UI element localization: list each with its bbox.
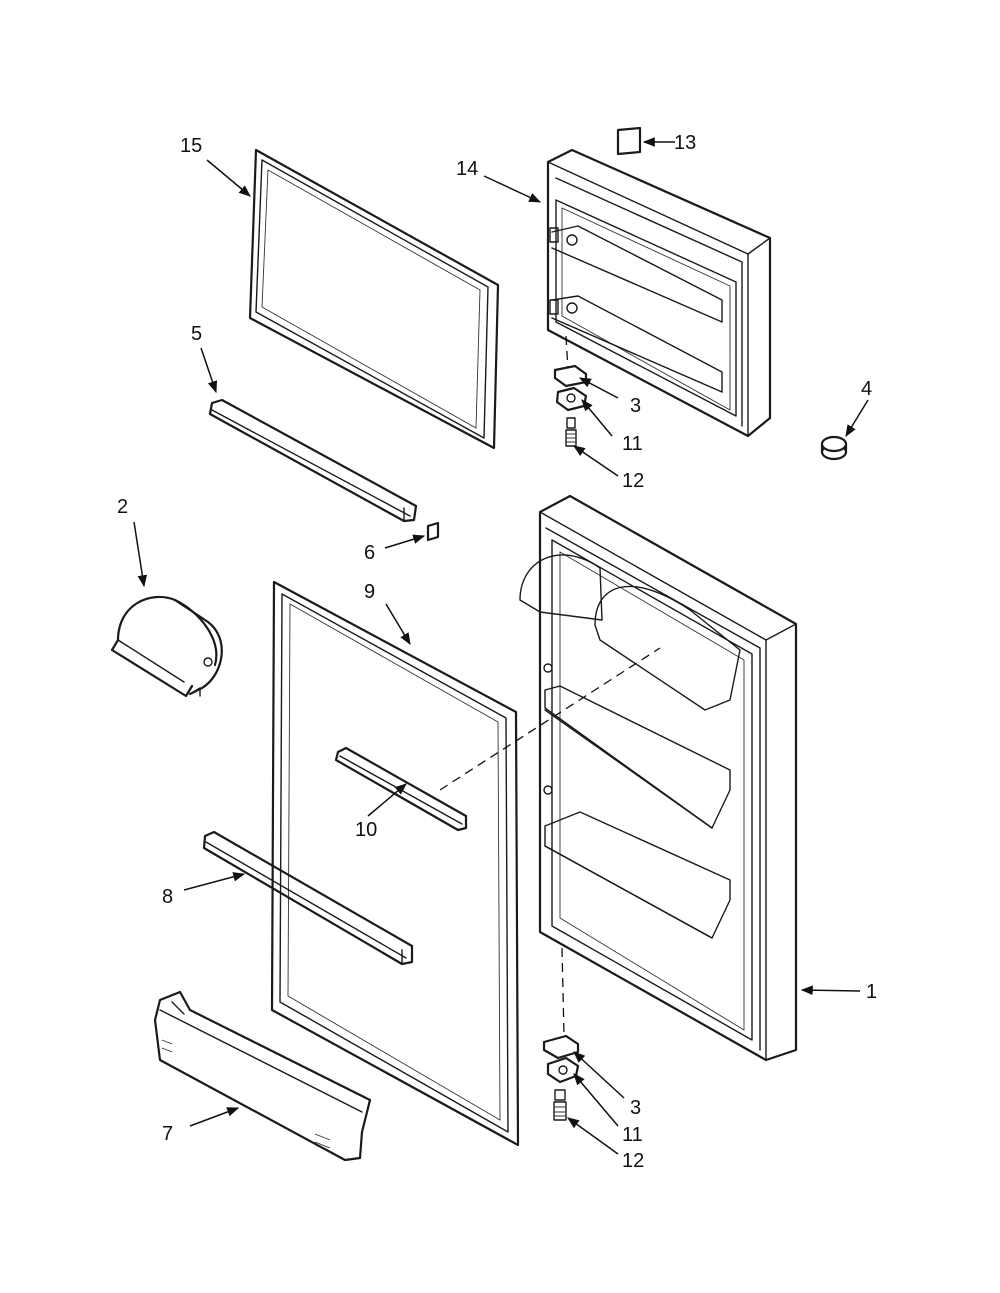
part-15-freezer-gasket (248, 148, 500, 450)
callout-12-lower: 12 (622, 1150, 644, 1172)
callout-2: 2 (117, 496, 128, 518)
leader-lines (133, 137, 869, 1155)
callout-11-upper: 11 (622, 433, 643, 455)
callout-5: 5 (191, 323, 202, 345)
part-2-dairy-compartment (110, 595, 223, 698)
callout-11-lower: 11 (622, 1124, 643, 1146)
lower-hinge-assembly (542, 947, 580, 1121)
part-1-fresh-food-door (519, 494, 798, 1062)
part-4-plug (820, 435, 848, 461)
part-6-clip (426, 521, 440, 542)
callout-9: 9 (364, 581, 375, 603)
part-5-trim-strip (208, 398, 418, 523)
part-13-label (616, 126, 642, 156)
part-10-assembly-line (439, 647, 661, 791)
part-8-trim (202, 830, 414, 966)
callout-7: 7 (162, 1123, 173, 1145)
callout-8: 8 (162, 886, 173, 908)
callout-labels: 15 13 14 5 4 3 11 12 2 6 9 10 8 1 3 11 7… (117, 132, 877, 1172)
callout-3-lower: 3 (630, 1097, 641, 1119)
part-7-bottom-bin (153, 990, 372, 1162)
upper-hinge-assembly (553, 335, 588, 447)
callout-13: 13 (674, 132, 696, 154)
part-14-freezer-door (546, 148, 772, 438)
callout-15: 15 (180, 135, 202, 157)
callout-10: 10 (355, 819, 377, 841)
callout-3-upper: 3 (630, 395, 641, 417)
callout-12-upper: 12 (622, 470, 644, 492)
callout-6: 6 (364, 542, 375, 564)
callout-4: 4 (861, 378, 872, 400)
callout-1: 1 (866, 981, 877, 1003)
part-9-fresh-food-gasket (270, 580, 520, 1147)
callout-14: 14 (456, 158, 478, 180)
